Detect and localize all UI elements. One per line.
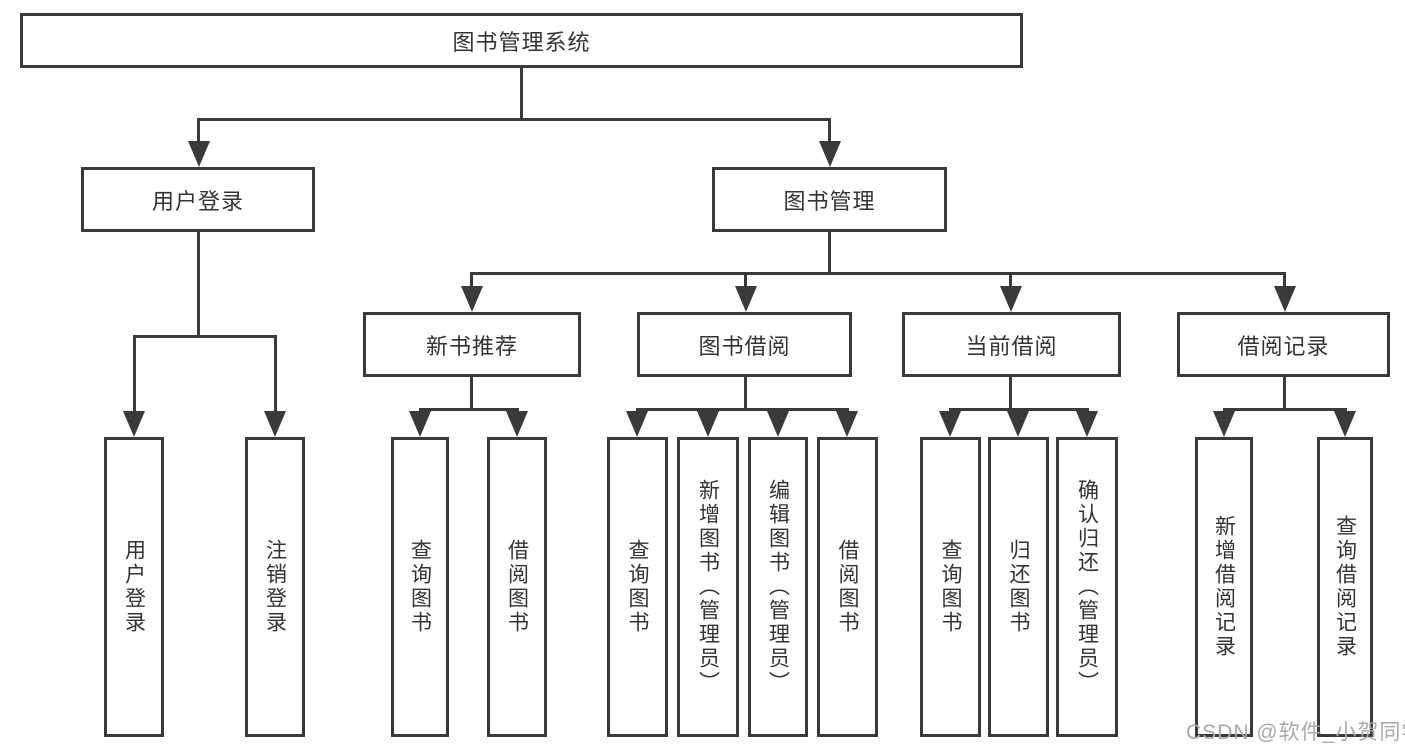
leaf-label: 查询图书 xyxy=(626,539,649,635)
leaf-label: 用户登录 xyxy=(122,539,146,635)
leaf-label: 确认归还（管理员） xyxy=(1075,479,1099,695)
leaf-label: 借阅图书 xyxy=(505,539,529,635)
connector-line xyxy=(470,272,1286,275)
connector-line xyxy=(744,377,747,408)
arrow-down-icon xyxy=(939,411,961,437)
connector-line xyxy=(197,118,831,121)
leaf-query-borrow-record: 查询借阅记录 xyxy=(1317,437,1373,737)
leaf-add-borrow-record: 新增借阅记录 xyxy=(1195,437,1253,737)
arrow-down-icon xyxy=(735,286,757,312)
arrow-down-icon xyxy=(123,411,145,437)
connector-line xyxy=(470,272,473,290)
arrow-down-icon xyxy=(697,411,719,437)
node-new-book-recommend: 新书推荐 xyxy=(363,312,581,377)
leaf-logout: 注销登录 xyxy=(245,437,305,737)
arrow-down-icon xyxy=(188,141,210,167)
connector-line xyxy=(197,232,200,335)
leaf-label: 注销登录 xyxy=(263,539,287,635)
connector-line xyxy=(828,232,831,272)
connector-line xyxy=(197,118,200,146)
connector-line xyxy=(520,65,523,121)
arrow-down-icon xyxy=(409,411,431,437)
connector-line xyxy=(133,335,277,338)
arrow-down-icon xyxy=(1274,286,1296,312)
arrow-down-icon xyxy=(506,411,528,437)
connector-line xyxy=(744,272,747,290)
leaf-return-book: 归还图书 xyxy=(988,437,1049,737)
arrow-down-icon xyxy=(1334,411,1356,437)
arrow-down-icon xyxy=(1007,411,1029,437)
leaf-label: 新增图书（管理员） xyxy=(696,479,720,695)
leaf-borrow-books-recommend: 借阅图书 xyxy=(487,437,547,737)
connector-line xyxy=(470,377,473,408)
leaf-label: 借阅图书 xyxy=(836,539,859,635)
node-root: 图书管理系统 xyxy=(20,13,1023,68)
leaf-add-book-admin: 新增图书（管理员） xyxy=(677,437,739,737)
connector-line xyxy=(1283,377,1286,408)
connector-line xyxy=(636,408,849,411)
node-current-borrow: 当前借阅 xyxy=(902,312,1121,377)
leaf-borrow-books: 借阅图书 xyxy=(817,437,878,737)
connector-line xyxy=(274,335,277,415)
arrow-down-icon xyxy=(1000,286,1022,312)
watermark: CSDN @软件_小贺同学 xyxy=(1186,721,1405,744)
node-user-login: 用户登录 xyxy=(81,167,315,232)
node-book-borrow: 图书借阅 xyxy=(637,312,852,377)
node-book-management: 图书管理 xyxy=(712,167,947,232)
arrow-down-icon xyxy=(626,411,648,437)
connector-line xyxy=(1283,272,1286,290)
arrow-down-icon xyxy=(819,141,841,167)
connector-line xyxy=(1009,272,1012,290)
arrow-down-icon xyxy=(836,411,858,437)
connector-line xyxy=(1223,408,1347,411)
node-borrow-records: 借阅记录 xyxy=(1177,312,1390,377)
leaf-label: 查询图书 xyxy=(408,539,432,635)
arrow-down-icon xyxy=(1076,411,1098,437)
connector-line xyxy=(419,408,519,411)
leaf-edit-book-admin: 编辑图书（管理员） xyxy=(748,437,808,737)
connector-line xyxy=(828,118,831,146)
leaf-label: 归还图书 xyxy=(1007,539,1030,635)
leaf-confirm-return-admin: 确认归还（管理员） xyxy=(1056,437,1118,737)
leaf-label: 编辑图书（管理员） xyxy=(766,479,790,695)
connector-line xyxy=(1009,377,1012,408)
arrow-down-icon xyxy=(264,411,286,437)
leaf-user-login: 用户登录 xyxy=(104,437,164,737)
leaf-label: 新增借阅记录 xyxy=(1212,515,1236,659)
leaf-query-books-borrow: 查询图书 xyxy=(607,437,668,737)
leaf-label: 查询图书 xyxy=(939,539,962,635)
arrow-down-icon xyxy=(461,286,483,312)
leaf-query-books-current: 查询图书 xyxy=(920,437,981,737)
arrow-down-icon xyxy=(1213,411,1235,437)
connector-line xyxy=(133,335,136,415)
leaf-label: 查询借阅记录 xyxy=(1333,515,1357,659)
leaf-query-books-recommend: 查询图书 xyxy=(391,437,449,737)
arrow-down-icon xyxy=(767,411,789,437)
